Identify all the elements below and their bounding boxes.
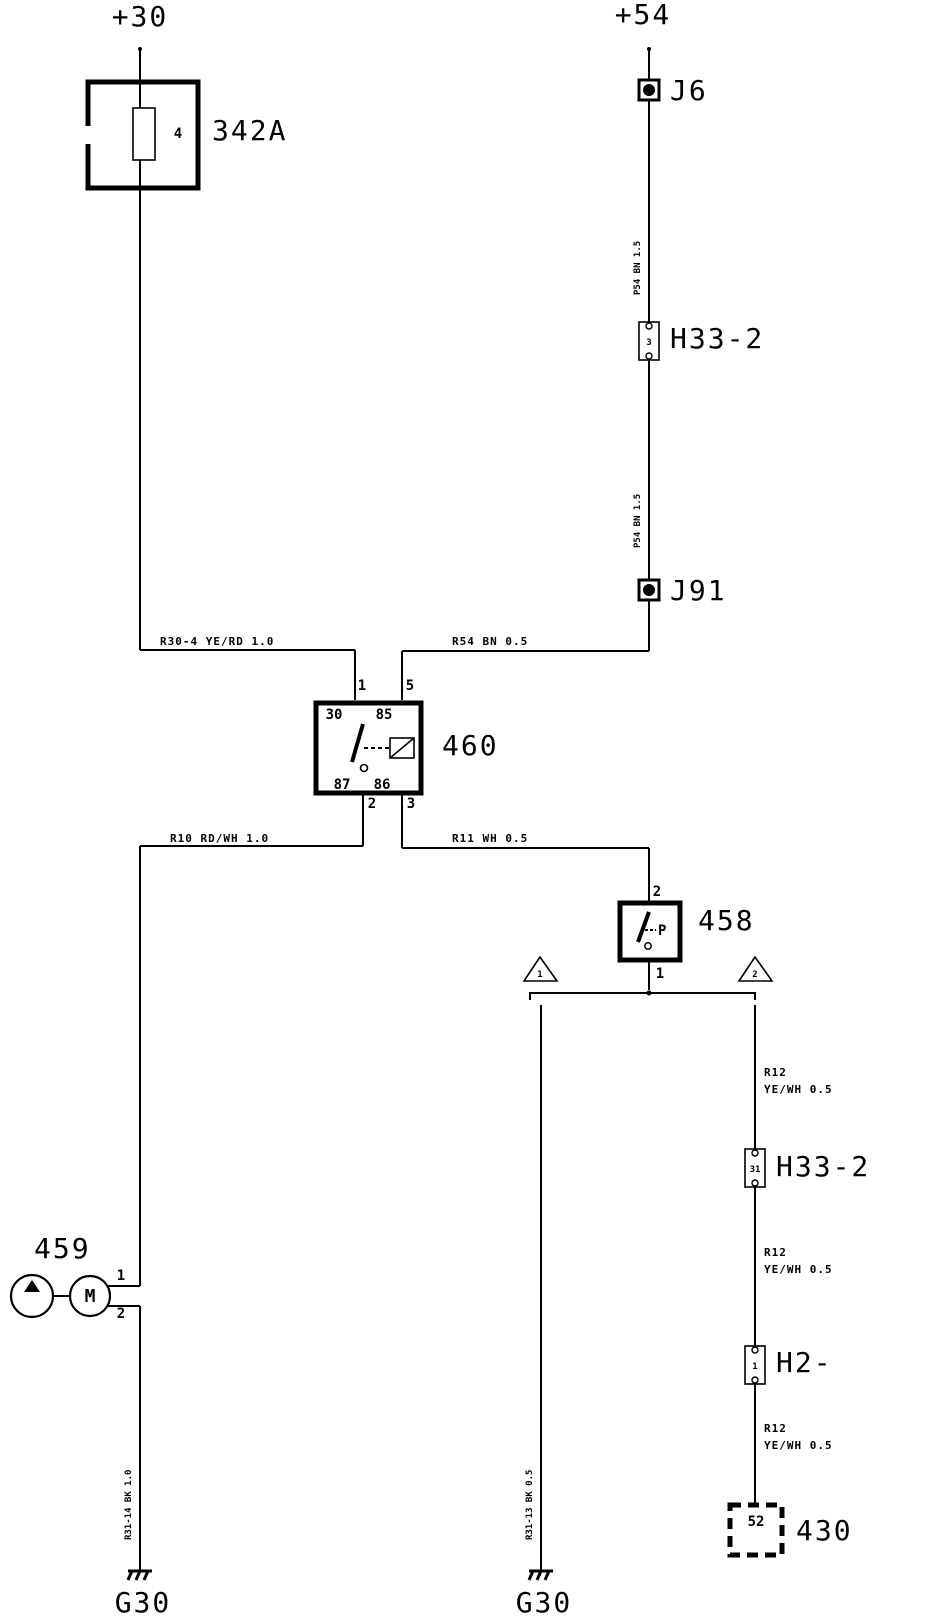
connector-j6-label: J6	[670, 74, 708, 107]
switch-pin-top: 2	[653, 884, 661, 900]
relay-pin-3: 3	[407, 796, 415, 812]
wire-p54-upper-label: P54 BN 1.5	[633, 241, 643, 295]
wire-r12-b-line2: YE/WH 0.5	[764, 1263, 833, 1276]
pump-pin-2: 2	[117, 1306, 125, 1322]
fuse-id-label: 342A	[212, 114, 287, 147]
connector-h2-pin: 1	[752, 1362, 757, 1372]
switch-pin-bottom: 1	[656, 966, 664, 982]
wire-r31-14-label: R31-14 BK 1.0	[124, 1470, 134, 1540]
pressure-switch-458: 2 P 1 458	[617, 884, 755, 982]
relay-460: 1 5 30 85 87 86 2 3 460	[313, 678, 499, 812]
ground-left: G30	[115, 1569, 172, 1616]
relay-pin-2: 2	[368, 796, 376, 812]
wire-r12-c-line2: YE/WH 0.5	[764, 1439, 833, 1452]
wire-p54-lower-label: P54 BN 1.5	[633, 494, 643, 548]
connector-h2-label: H2-	[776, 1346, 833, 1379]
module-id-label: 430	[796, 1514, 853, 1547]
connector-h2: 1 H2-	[744, 1345, 833, 1385]
note-1-label: 1	[537, 970, 542, 980]
switch-symbol: P	[658, 923, 666, 939]
wire-r10-label: R10 RD/WH 1.0	[170, 832, 269, 845]
wire-r12-c-line1: R12	[764, 1422, 787, 1435]
relay-terminal-30: 30	[326, 707, 343, 723]
connector-h33-top-pin: 3	[646, 338, 651, 348]
connector-h33-bottom-label: H33-2	[776, 1150, 870, 1183]
fuel-pump-459: 459 M 1 2	[9, 1232, 125, 1322]
connector-h33-top-label: H33-2	[670, 322, 764, 355]
relay-terminal-86: 86	[374, 777, 391, 793]
wire-r30-4-label: R30-4 YE/RD 1.0	[160, 635, 274, 648]
connector-j6: J6	[637, 74, 708, 107]
wire-r12-b-line1: R12	[764, 1246, 787, 1259]
supply-plus30-label: +30	[112, 0, 169, 33]
connector-h33-bottom: 31 H33-2	[744, 1148, 870, 1188]
relay-terminal-87: 87	[334, 777, 351, 793]
connector-j91-label: J91	[670, 574, 727, 607]
module-430: 52 430	[727, 1502, 853, 1558]
pump-pin-1: 1	[117, 1268, 125, 1284]
switch-id-label: 458	[698, 904, 755, 937]
note-triangle-1: 1	[522, 955, 559, 982]
note-2-label: 2	[752, 970, 757, 980]
relay-pin-1: 1	[358, 678, 366, 694]
ground-left-label: G30	[115, 1586, 172, 1616]
relay-terminal-85: 85	[376, 707, 393, 723]
note-triangle-2: 2	[737, 955, 774, 982]
fuse-number: 4	[174, 126, 182, 142]
wire-r12-a-line2: YE/WH 0.5	[764, 1083, 833, 1096]
connector-h33-top: 3 H33-2	[638, 321, 764, 361]
supply-plus54-label: +54	[615, 0, 672, 31]
wire-r54-label: R54 BN 0.5	[452, 635, 528, 648]
relay-pin-5: 5	[406, 678, 414, 694]
fuse-342a: 4 342A	[85, 79, 287, 191]
ground-right: G30	[516, 1569, 573, 1616]
wire-r31-13-label: R31-13 BK 0.5	[525, 1470, 535, 1540]
wires	[108, 48, 756, 1571]
pump-id-label: 459	[34, 1232, 91, 1265]
relay-id-label: 460	[442, 729, 499, 762]
connector-j91: J91	[637, 574, 727, 607]
wire-r12-a-line1: R12	[764, 1066, 787, 1079]
connector-h33-bottom-pin: 31	[750, 1165, 761, 1175]
module-pin: 52	[748, 1514, 765, 1530]
wire-r11-label: R11 WH 0.5	[452, 832, 528, 845]
ground-right-label: G30	[516, 1586, 573, 1616]
motor-symbol: M	[85, 1286, 96, 1307]
